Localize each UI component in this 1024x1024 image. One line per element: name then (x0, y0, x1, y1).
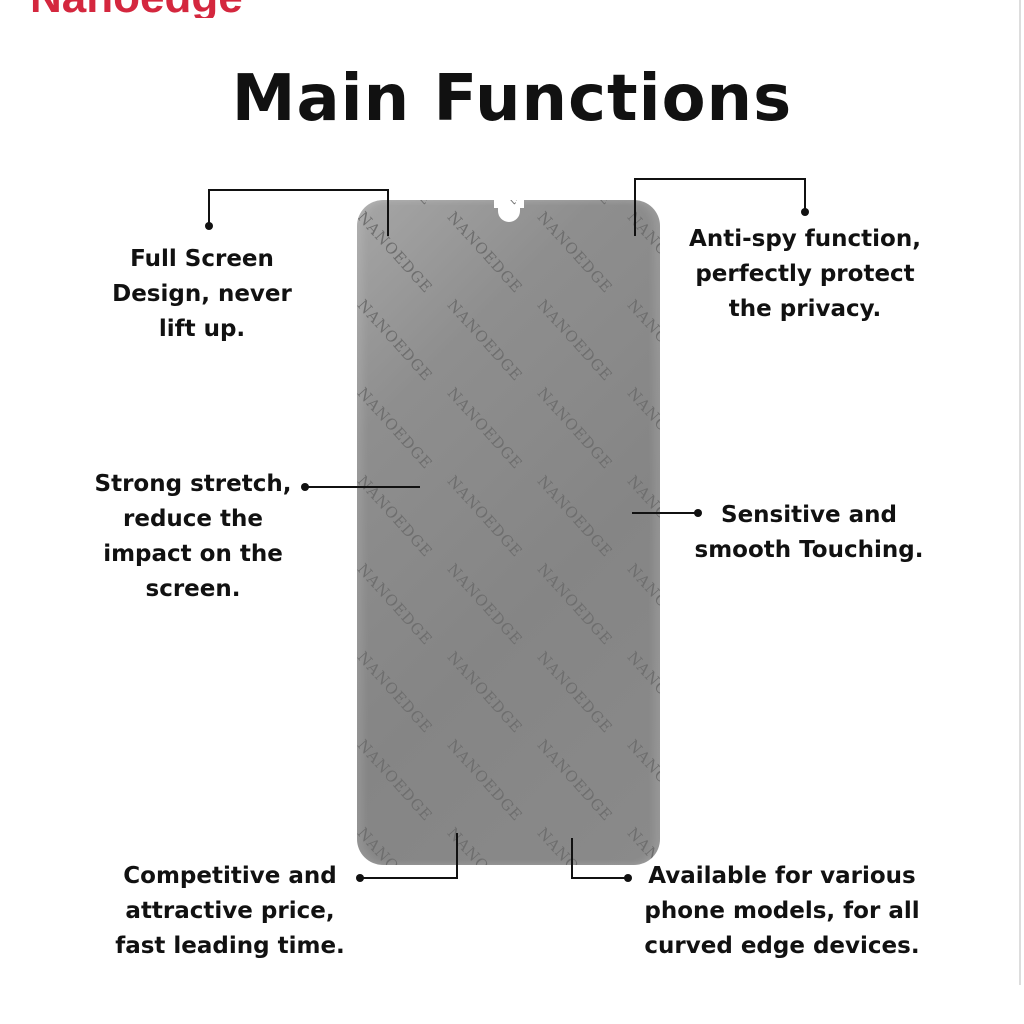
leader-competitive (360, 833, 458, 879)
dot (694, 509, 702, 517)
leader-full-screen (208, 189, 389, 236)
leader-anti-spy (634, 178, 806, 236)
leader-available (571, 838, 628, 879)
callout-full-screen: Full Screen Design, never lift up. (112, 246, 292, 342)
divider (1019, 0, 1021, 985)
dot (801, 208, 809, 216)
callout-sensitive: Sensitive and smooth Touching. (694, 502, 924, 563)
dot (205, 222, 213, 230)
callout-available: Available for various phone models, for … (644, 863, 920, 959)
notch-cutout (498, 200, 520, 222)
callout-competitive: Competitive and attractive price, fast l… (115, 863, 345, 959)
dot (624, 874, 632, 882)
dot (356, 874, 364, 882)
callout-strong-stretch: Strong stretch, reduce the impact on the… (94, 471, 292, 602)
brand-logo-fragment: Nanoedge (30, 0, 300, 18)
page-title: Main Functions (231, 62, 793, 136)
dot (301, 483, 309, 491)
callout-anti-spy: Anti-spy function, perfectly protect the… (689, 226, 921, 322)
